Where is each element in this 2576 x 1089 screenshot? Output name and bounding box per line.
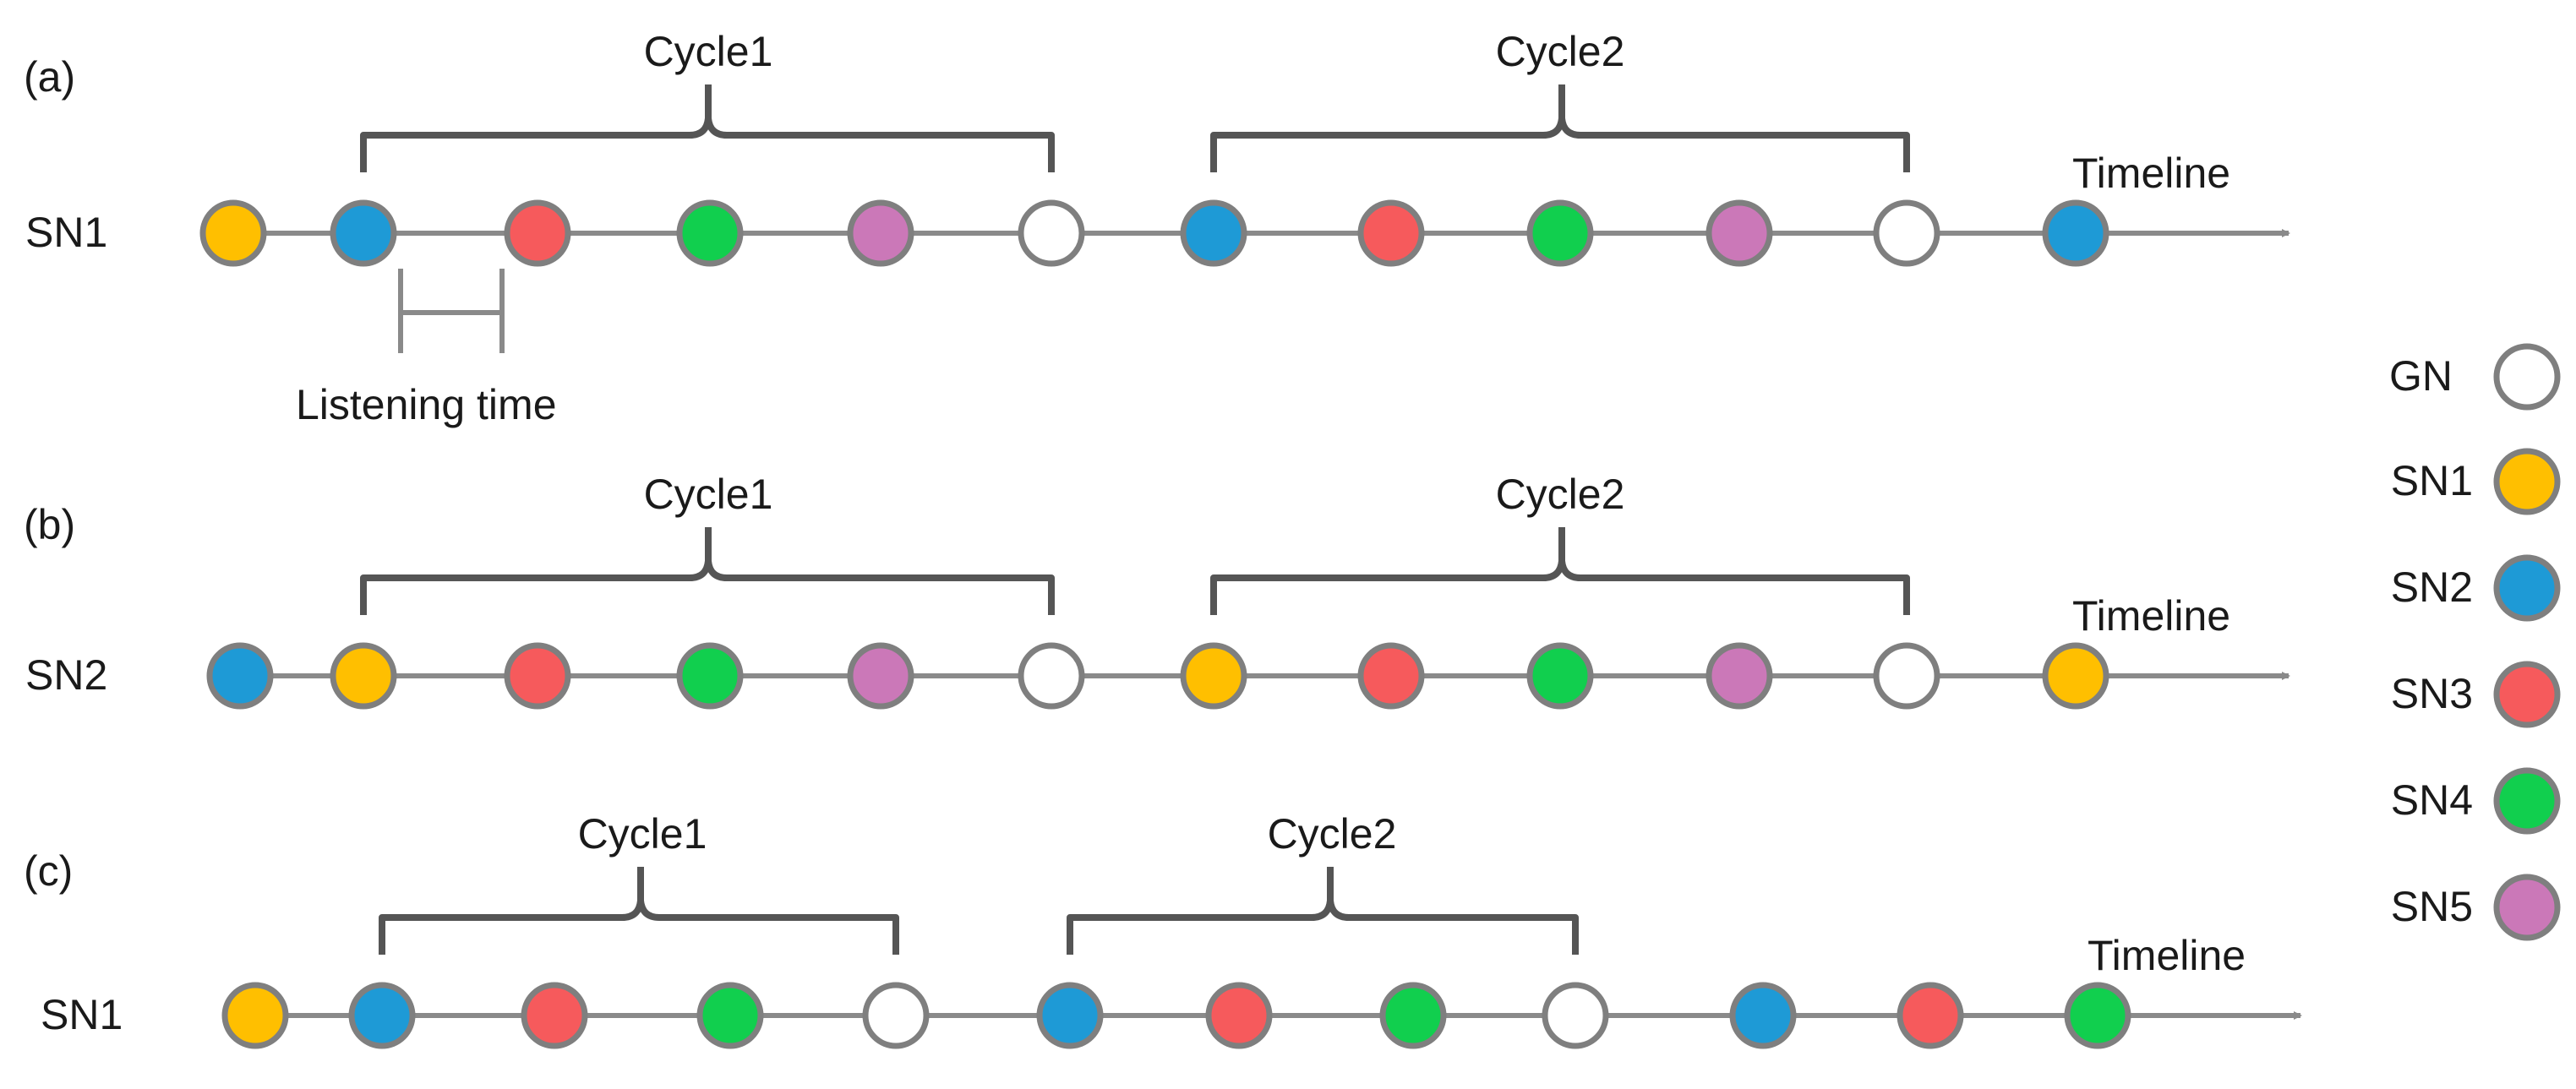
node-sn3 [504,199,571,267]
row-label: SN1 [25,209,107,256]
listening-time-marker [398,269,505,353]
cycle-label: Cycle1 [644,28,773,75]
legend-item-sn4: SN4 [2391,767,2561,835]
node-sn4 [696,982,764,1049]
cycle-label: Cycle1 [578,810,707,858]
legend-label: SN1 [2391,457,2473,504]
panel-tag: (a) [24,53,75,101]
timeline-label: Timeline [2088,932,2246,979]
legend-swatch-gn [2493,343,2561,411]
node-sn4 [1379,982,1447,1049]
legend-item-gn: GN [2389,343,2561,411]
node-sn1 [221,982,289,1049]
node-gn [1542,982,1609,1049]
cycle-label: Cycle2 [1268,810,1397,858]
node-sn1 [330,642,397,710]
node-gn [1018,642,1085,710]
node-sn3 [1897,982,1964,1049]
node-sn5 [847,199,914,267]
timeline-label: Timeline [2072,150,2230,197]
legend-label: SN4 [2391,776,2473,824]
legend-label: SN5 [2391,883,2473,930]
legend-swatch-sn4 [2493,767,2561,835]
legend-swatch-sn2 [2493,554,2561,622]
legend-label: SN2 [2391,564,2473,611]
panel-c: (c) SN1 Timeline Cycle1 Cycle2 [24,810,2302,1049]
legend-swatch-sn3 [2493,661,2561,728]
legend: GN SN1 SN2 SN3 SN4 SN5 [2389,343,2561,941]
node-sn5 [847,642,914,710]
node-sn3 [521,982,588,1049]
node-sn4 [1526,199,1594,267]
node-sn2 [330,199,397,267]
cycle-bracket: Cycle2 [1210,471,1910,615]
node-sn5 [1706,642,1773,710]
node-sn1 [2042,642,2109,710]
node-gn [1873,199,1940,267]
listening-time-label: Listening time [296,381,557,428]
node-sn2 [1036,982,1104,1049]
panel-tag: (b) [24,501,75,548]
node-gn [1873,642,1940,710]
legend-swatch-sn5 [2493,874,2561,941]
panel-b: (b) SN2 Timeline Cycle1 Cycle2 [24,471,2290,710]
node-sn1 [1180,642,1247,710]
node-sn3 [1357,642,1425,710]
node-sn2 [206,642,274,710]
legend-label: SN3 [2391,670,2473,717]
legend-item-sn1: SN1 [2391,448,2561,515]
row-label: SN2 [25,651,107,699]
node-sn3 [1205,982,1273,1049]
legend-item-sn3: SN3 [2391,661,2561,728]
node-sn3 [504,642,571,710]
node-sn4 [1526,642,1594,710]
node-sn4 [2064,982,2131,1049]
cycle-bracket: Cycle2 [1210,28,1910,172]
cycle-bracket: Cycle1 [360,28,1055,172]
node-sn4 [676,642,744,710]
panel-tag: (c) [24,847,73,895]
legend-label: GN [2389,352,2453,400]
timeline-label: Timeline [2072,592,2230,640]
cycle-label: Cycle2 [1496,28,1625,75]
node-sn2 [348,982,416,1049]
node-sn3 [1357,199,1425,267]
row-label: SN1 [41,991,123,1038]
cycle-bracket: Cycle1 [360,471,1055,615]
legend-item-sn5: SN5 [2391,874,2561,941]
legend-swatch-sn1 [2493,448,2561,515]
node-sn4 [676,199,744,267]
cycle-label: Cycle1 [644,471,773,518]
node-sn5 [1706,199,1773,267]
cycle-bracket: Cycle1 [379,810,899,955]
cycle-bracket: Cycle2 [1067,810,1579,955]
node-sn2 [1729,982,1797,1049]
node-sn2 [1180,199,1247,267]
panel-a: (a) SN1 Timeline Cycle1 Cycle2 Listening… [24,28,2290,428]
node-sn2 [2042,199,2109,267]
cycle-label: Cycle2 [1496,471,1625,518]
node-gn [1018,199,1085,267]
legend-item-sn2: SN2 [2391,554,2561,622]
node-gn [862,982,930,1049]
node-sn1 [199,199,267,267]
